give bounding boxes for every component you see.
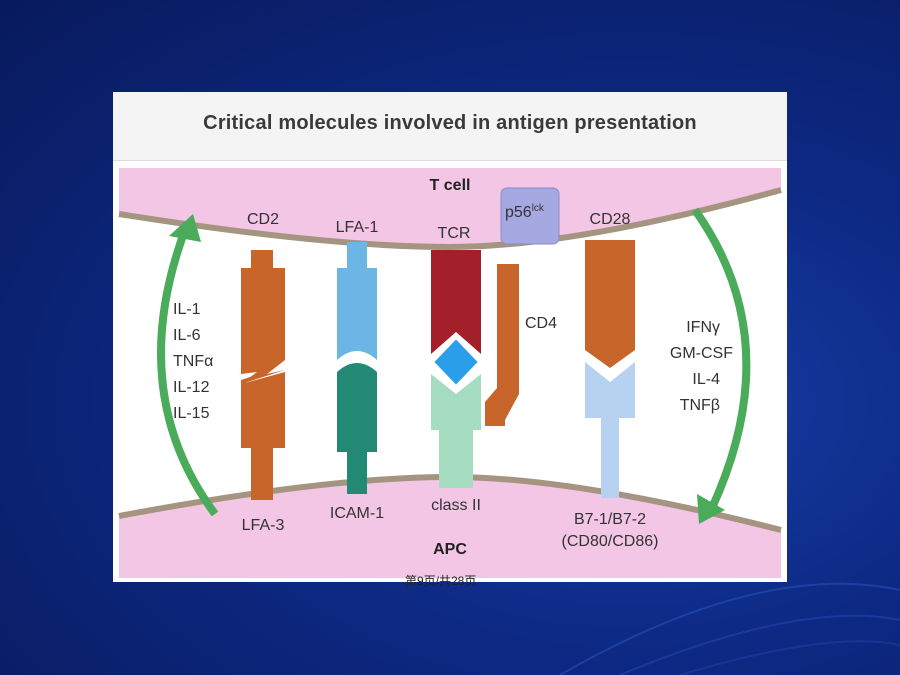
- cytokine-left-3: IL-12: [173, 379, 210, 396]
- icam1-label: ICAM-1: [330, 505, 384, 522]
- cd2-lfa3-pair: [241, 250, 285, 500]
- lck-superscript: lck: [532, 203, 545, 214]
- b7-label: B7-1/B7-2: [574, 511, 646, 528]
- p56-text: p56: [505, 204, 532, 221]
- cytokine-right-3: TNFβ: [680, 397, 720, 414]
- tcr-label: TCR: [438, 225, 471, 242]
- t-cell-membrane-line: [118, 187, 782, 251]
- right-arrow-head-icon: [697, 494, 725, 524]
- cd28-label: CD28: [590, 211, 631, 228]
- class2-label: class II: [431, 497, 481, 514]
- cd4-label: CD4: [525, 315, 557, 332]
- p56-lck-box: [500, 187, 560, 245]
- apc-membrane: [119, 477, 781, 578]
- cytokine-right-1: GM-CSF: [670, 345, 733, 362]
- title-bar: Critical molecules involved in antigen p…: [113, 92, 787, 161]
- cd2-label: CD2: [247, 211, 279, 228]
- cytokine-left-2: TNFα: [173, 353, 213, 370]
- cytokine-left-1: IL-6: [173, 327, 201, 344]
- page-footer: 第9页/共28页: [405, 574, 477, 588]
- figure-panel: Critical molecules involved in antigen p…: [113, 92, 787, 582]
- cytokine-left-0: IL-1: [173, 301, 201, 318]
- lfa3-label: LFA-3: [242, 517, 285, 534]
- left-cytokine-arrow: [157, 228, 219, 517]
- left-arrow-head-icon: [169, 214, 201, 242]
- t-cell-label: T cell: [430, 177, 471, 194]
- tcr-class2-pair: [431, 250, 481, 488]
- cytokine-right-2: IL-4: [692, 371, 720, 388]
- antigen-peptide-icon: [431, 336, 481, 388]
- cd28-b7-pair: [585, 240, 635, 498]
- cytokine-left-4: IL-15: [173, 405, 210, 422]
- figure-title: Critical molecules involved in antigen p…: [203, 112, 697, 134]
- lfa1-label: LFA-1: [336, 219, 379, 236]
- cd4-molecule: [485, 264, 519, 426]
- lfa1-icam1-pair: [337, 242, 377, 494]
- apc-label: APC: [433, 541, 467, 558]
- cd80-cd86-label: (CD80/CD86): [562, 533, 659, 550]
- right-cytokine-arrow: [691, 207, 751, 512]
- p56-label: p56lck: [505, 203, 545, 221]
- cytokine-right-0: IFNγ: [686, 319, 720, 336]
- antigen-presentation-diagram: T cell CD2 LFA-1 TCR p56lck CD28 CD4 IL-…: [118, 168, 782, 578]
